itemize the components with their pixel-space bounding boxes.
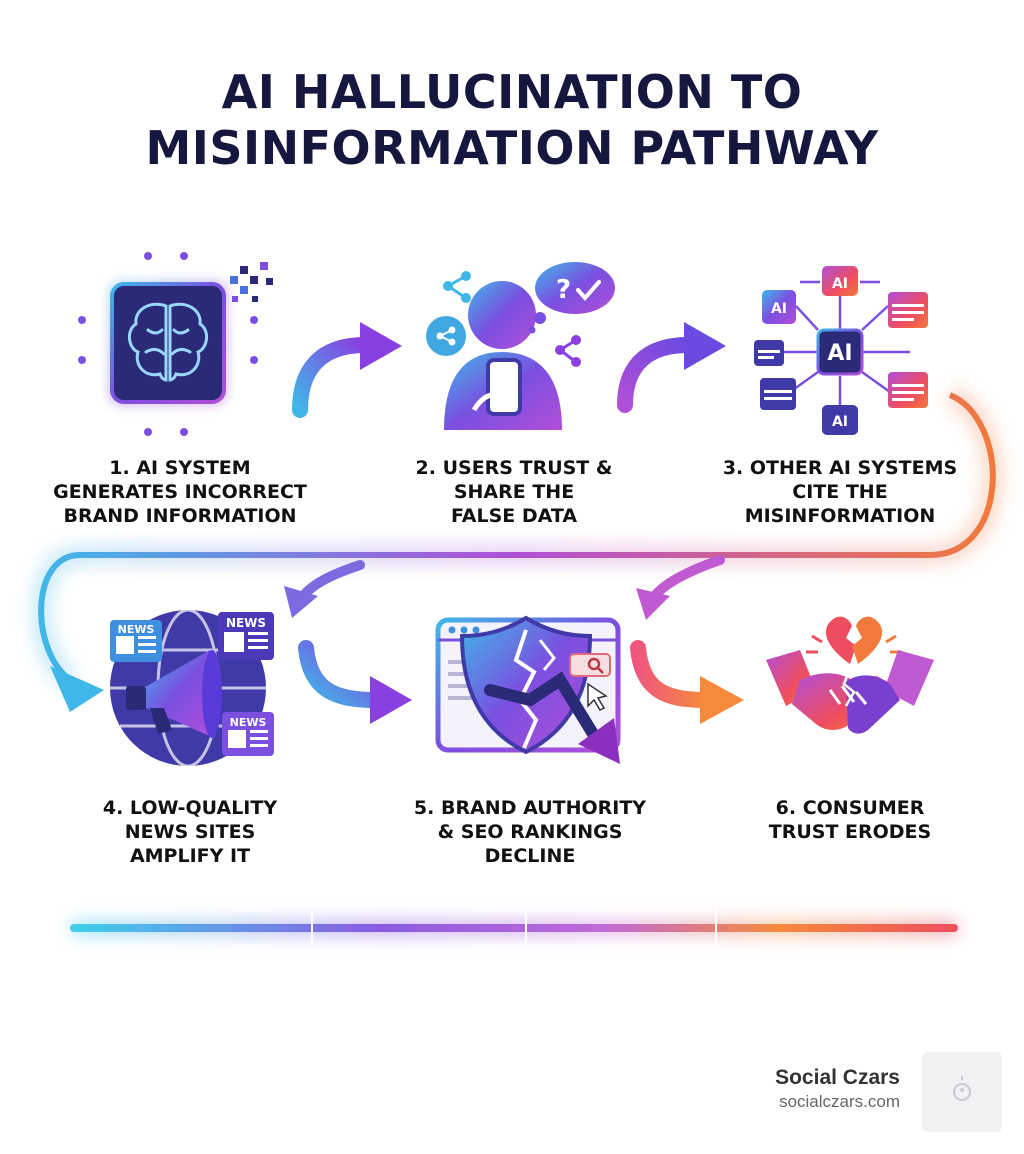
svg-text:?: ? bbox=[556, 275, 571, 305]
timeline-bar bbox=[70, 908, 958, 946]
news-card-top-left: NEWS bbox=[110, 620, 162, 662]
share-icon-right bbox=[555, 335, 581, 367]
brand-url: socialczars.com bbox=[779, 1092, 900, 1111]
page-title: AI HALLUCINATION TO MISINFORMATION PATHW… bbox=[0, 64, 1024, 176]
arrow-step5-to-step6 bbox=[630, 640, 744, 724]
news-card-top-right: NEWS bbox=[218, 612, 274, 660]
broken-shield-decline-icon bbox=[435, 615, 621, 764]
ai-label-left: AI bbox=[771, 301, 787, 317]
brand-logo bbox=[922, 1052, 1002, 1132]
title-line-1: AI HALLUCINATION TO bbox=[221, 65, 803, 119]
ai-label-bottom: AI bbox=[832, 414, 848, 430]
arrow-step4-to-step5 bbox=[298, 640, 412, 724]
window-card-icon-4 bbox=[888, 372, 928, 408]
window-card-icon-3 bbox=[760, 378, 796, 410]
news-card-bottom-right: NEWS bbox=[222, 712, 274, 756]
thought-cloud-icon: ? bbox=[528, 262, 615, 334]
title-line-2: MISINFORMATION PATHWAY bbox=[145, 121, 879, 175]
search-icon bbox=[569, 653, 611, 677]
arrow-step1-to-step2 bbox=[292, 322, 402, 418]
window-card-icon-1 bbox=[888, 292, 928, 328]
step-4-label: 4. LOW-QUALITY NEWS SITES AMPLIFY IT bbox=[102, 797, 278, 867]
svg-text:NEWS: NEWS bbox=[230, 716, 267, 729]
ai-label-top: AI bbox=[832, 276, 848, 292]
step-1-label: 1. AI SYSTEM GENERATES INCORRECT BRAND I… bbox=[53, 457, 307, 527]
row-connector bbox=[30, 384, 1004, 712]
svg-text:NEWS: NEWS bbox=[118, 623, 155, 636]
share-icon-top bbox=[443, 271, 471, 303]
ai-chip-brain-icon bbox=[78, 252, 273, 436]
logo-icon bbox=[953, 1076, 971, 1101]
step-5-label: 5. BRAND AUTHORITY & SEO RANKINGS DECLIN… bbox=[413, 797, 647, 867]
step-3-label: 3. OTHER AI SYSTEMS CITE THE MISINFORMAT… bbox=[722, 457, 958, 527]
step-2-label: 2. USERS TRUST & SHARE THE FALSE DATA bbox=[415, 457, 613, 527]
broken-handshake-icon bbox=[766, 616, 934, 734]
brand-name: Social Czars bbox=[775, 1066, 900, 1089]
ai-label-center: AI bbox=[827, 341, 852, 366]
broken-heart-icon bbox=[806, 616, 902, 664]
ai-network-icon: AI AI AI AI bbox=[754, 266, 928, 435]
cursor-icon bbox=[587, 682, 608, 711]
share-bubble-left bbox=[426, 316, 466, 356]
arrow-step2-to-step3 bbox=[617, 322, 726, 413]
window-card-icon-2 bbox=[754, 340, 784, 366]
step-6-label: 6. CONSUMER TRUST ERODES bbox=[768, 797, 932, 843]
user-sharing-icon: ? bbox=[426, 262, 615, 430]
brand-block: Social Czars socialczars.com bbox=[720, 1066, 900, 1112]
svg-text:NEWS: NEWS bbox=[226, 616, 266, 630]
news-megaphone-icon: NEWS NEWS NEWS bbox=[110, 608, 274, 768]
